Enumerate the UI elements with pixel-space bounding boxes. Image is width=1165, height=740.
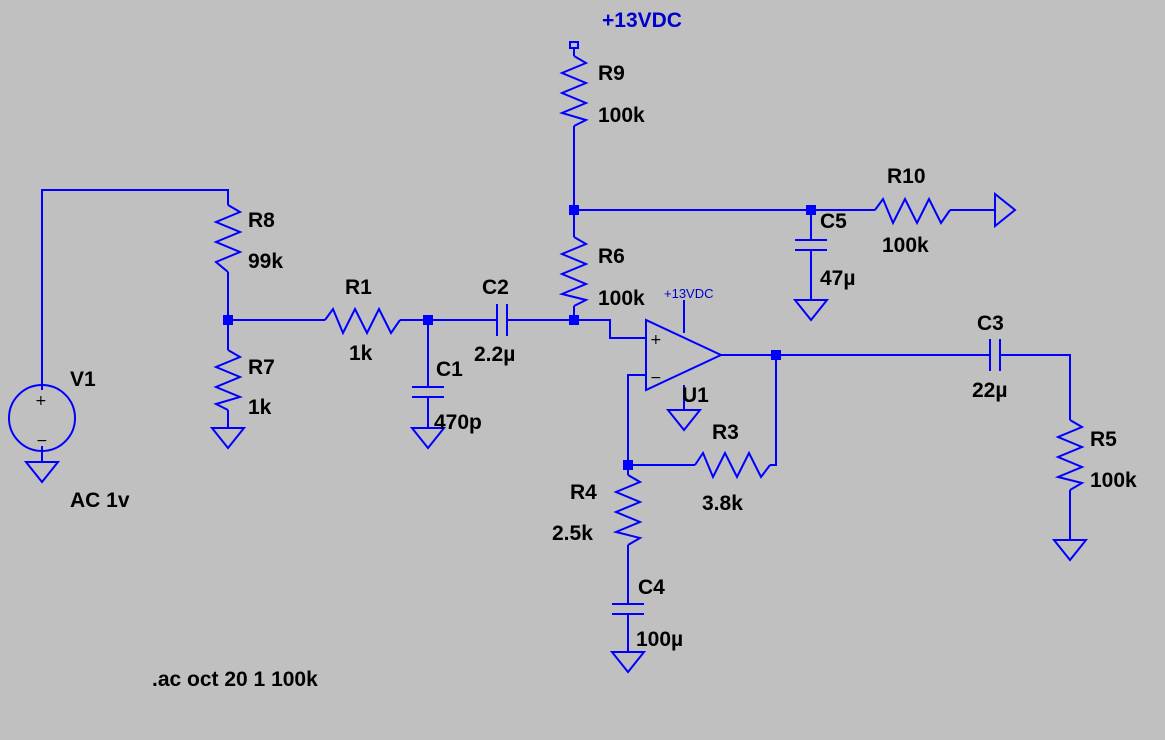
opamp-u1[interactable]: [645, 318, 724, 392]
capacitor-c5[interactable]: [795, 239, 827, 251]
r5-value-label: 100k: [1090, 469, 1137, 492]
junction-c1: [423, 315, 433, 325]
ground-icon: [665, 409, 703, 432]
r3-value-label: 3.8k: [702, 492, 743, 515]
junction-c5: [806, 205, 816, 215]
ground-icon: [1051, 539, 1089, 562]
supply-flag-icon: [569, 41, 579, 49]
c1-value-label: 470p: [434, 411, 482, 434]
r6-value-label: 100k: [598, 287, 645, 310]
junctions: [223, 205, 816, 470]
c3-name-label: C3: [977, 312, 1004, 335]
ground-icon-r10: [994, 191, 1017, 229]
capacitor-c3[interactable]: [986, 339, 1003, 371]
resistor-r10[interactable]: [874, 196, 951, 226]
resistor-r7[interactable]: [213, 349, 243, 411]
capacitor-c4[interactable]: [612, 603, 644, 615]
opamp-supply-label: +13VDC: [664, 286, 714, 301]
c5-value-label: 47µ: [820, 267, 855, 290]
c4-value-label: 100µ: [636, 628, 683, 651]
r10-value-label: 100k: [882, 234, 929, 257]
ground-icon: [792, 299, 830, 322]
resistor-r6[interactable]: [558, 236, 589, 307]
resistor-r9[interactable]: [559, 55, 589, 127]
resistor-r3[interactable]: [694, 450, 771, 480]
ground-icon: [409, 427, 447, 450]
voltage-source-v1[interactable]: [8, 384, 76, 452]
capacitors: [412, 239, 1003, 615]
ground-icon: [209, 427, 247, 450]
wire-node-to-opamp-minus: [627, 374, 646, 465]
wire-output-to-r3: [770, 355, 777, 466]
r1-name-label: R1: [345, 276, 372, 299]
r9-name-label: R9: [598, 62, 625, 85]
ground-icon: [23, 461, 61, 484]
r7-value-label: 1k: [248, 396, 272, 419]
v1-name-label: V1: [70, 368, 96, 391]
junction-feedback: [623, 460, 633, 470]
wire-v1-to-r8: [41, 189, 229, 385]
r8-name-label: R8: [248, 209, 275, 232]
c1-name-label: C1: [436, 358, 463, 381]
resistor-r8[interactable]: [213, 204, 243, 273]
resistor-r4[interactable]: [612, 474, 643, 546]
opamp-minus-sign: −: [650, 370, 662, 386]
r3-name-label: R3: [712, 421, 739, 444]
grounds: [23, 191, 1089, 674]
v1-value-label: AC 1v: [70, 489, 130, 512]
resistors: [213, 55, 1085, 546]
c2-name-label: C2: [482, 276, 509, 299]
junction-bias: [569, 205, 579, 215]
c5-name-label: C5: [820, 210, 847, 233]
r9-value-label: 100k: [598, 104, 645, 127]
opamp-plus-sign: +: [650, 332, 662, 348]
supply-net-label: +13VDC: [602, 9, 682, 32]
junction-output: [771, 350, 781, 360]
junction-divider: [223, 315, 233, 325]
c2-value-label: 2.2µ: [474, 343, 515, 366]
ground-icon: [609, 651, 647, 674]
v1-plus-sign: +: [35, 393, 47, 409]
sim-directive[interactable]: .ac oct 20 1 100k: [152, 668, 318, 691]
c3-value-label: 22µ: [972, 379, 1007, 402]
resistor-r5[interactable]: [1054, 419, 1085, 491]
capacitor-c2[interactable]: [493, 304, 510, 336]
junction-r6-bottom: [569, 315, 579, 325]
r6-name-label: R6: [598, 245, 625, 268]
v1-minus-sign: −: [36, 433, 48, 449]
wires: [41, 47, 1071, 652]
wire-c3-to-r5: [1003, 354, 1071, 420]
r4-value-label: 2.5k: [552, 522, 593, 545]
wire-to-opamp-plus: [574, 319, 646, 339]
r4-name-label: R4: [570, 481, 597, 504]
c4-name-label: C4: [638, 576, 665, 599]
capacitor-c1[interactable]: [412, 386, 444, 398]
r1-value-label: 1k: [349, 342, 373, 365]
resistor-r1[interactable]: [324, 306, 401, 336]
r5-name-label: R5: [1090, 428, 1117, 451]
r10-name-label: R10: [887, 165, 926, 188]
r7-name-label: R7: [248, 356, 275, 379]
u1-name-label: U1: [682, 384, 709, 407]
r8-value-label: 99k: [248, 250, 283, 273]
